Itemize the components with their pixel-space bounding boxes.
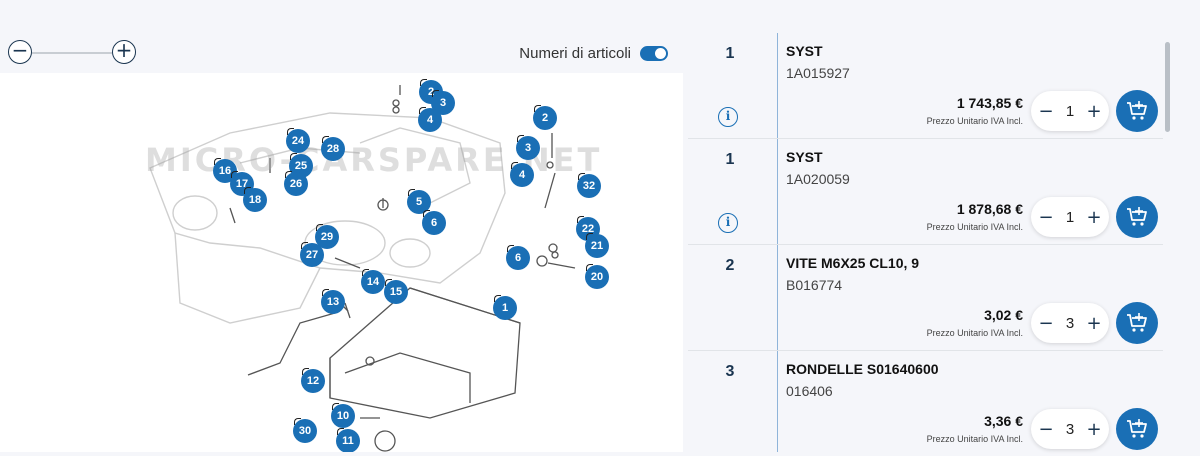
callout-28[interactable]: 28 [321,136,345,161]
list-item: 3 RONDELLE S01640600 016406 3,36 € Prezz… [688,351,1163,456]
quantity-stepper: − + [1031,197,1109,237]
part-numbers-toggle[interactable] [640,45,668,61]
add-to-cart-button[interactable] [1116,302,1158,344]
item-price: 1 743,85 € [956,95,1023,111]
quantity-input[interactable] [1057,419,1083,439]
add-to-cart-icon [1127,101,1147,120]
add-to-cart-button[interactable] [1116,196,1158,238]
callout-12[interactable]: 12 [301,368,325,393]
list-item: 1 i SYST 1A015927 1 743,85 € Prezzo Unit… [688,33,1163,139]
callout-26[interactable]: 26 [284,171,308,196]
item-price: 1 878,68 € [956,201,1023,217]
item-price: 3,02 € [984,307,1023,323]
item-ref-number: 2 [725,257,735,274]
plus-icon[interactable]: + [1086,206,1102,228]
item-code: 1A020059 [786,171,850,187]
callout-13[interactable]: 13 [321,289,345,314]
plus-icon[interactable]: + [1086,312,1102,334]
callout-18[interactable]: 18 [243,187,267,212]
callout-15[interactable]: 15 [384,279,408,304]
zoom-out-button[interactable]: − [8,40,32,64]
part-numbers-toggle-group: Numeri di articoli [519,43,668,63]
minus-icon[interactable]: − [1038,206,1054,228]
plus-icon[interactable]: + [1086,418,1102,440]
callout-24[interactable]: 24 [286,128,310,153]
zoom-slider[interactable] [32,52,112,54]
quantity-stepper: − + [1031,303,1109,343]
callout-20[interactable]: 20 [585,264,609,289]
item-ref-number: 1 [725,45,735,62]
item-name: SYST [786,43,823,59]
callout-1[interactable]: 1 [493,295,517,320]
diagram-drawing [149,85,576,452]
item-name: RONDELLE S01640600 [786,361,939,377]
item-code: B016774 [786,277,843,293]
callout-10[interactable]: 10 [331,403,355,428]
quantity-input[interactable] [1057,313,1083,333]
parts-list: 1 i SYST 1A015927 1 743,85 € Prezzo Unit… [688,33,1163,452]
quantity-stepper: − + [1031,91,1109,131]
callout-2b[interactable]: 2 [533,105,557,130]
item-name: VITE M6X25 CL10, 9 [786,255,920,271]
callout-3b[interactable]: 3 [516,135,540,160]
add-to-cart-icon [1127,419,1147,438]
quantity-input[interactable] [1057,207,1083,227]
add-to-cart-button[interactable] [1116,90,1158,132]
quantity-stepper: − + [1031,409,1109,449]
plus-icon[interactable]: + [1086,100,1102,122]
item-price-note: Prezzo Unitario IVA Incl. [926,116,1023,126]
callout-32[interactable]: 32 [577,173,601,198]
item-code: 1A015927 [786,65,850,81]
callout-11[interactable]: 11 [336,428,360,452]
exploded-parts-diagram[interactable]: MICRO-CARSPARE.NET 2 3 4 2 3 4 24 25 26 … [0,73,683,452]
zoom-control: − + [8,40,140,66]
add-to-cart-icon [1127,313,1147,332]
callout-4b[interactable]: 4 [510,162,534,187]
toggle-knob [655,47,666,59]
list-item: 2 VITE M6X25 CL10, 9 B016774 3,02 € Prez… [688,245,1163,351]
part-numbers-toggle-label: Numeri di articoli [519,44,631,62]
item-name: SYST [786,149,823,165]
minus-icon[interactable]: − [1038,100,1054,122]
callout-6[interactable]: 6 [422,210,446,235]
list-divider [777,33,778,452]
item-ref-number: 3 [725,363,735,380]
callout-30[interactable]: 30 [293,418,317,443]
list-item: 1 i SYST 1A020059 1 878,68 € Prezzo Unit… [688,139,1163,245]
info-icon[interactable]: i [718,213,738,233]
item-price-note: Prezzo Unitario IVA Incl. [926,434,1023,444]
item-ref-number: 1 [725,151,735,168]
callout-4[interactable]: 4 [418,107,442,132]
item-price-note: Prezzo Unitario IVA Incl. [926,222,1023,232]
item-code: 016406 [786,383,833,399]
minus-icon[interactable]: − [1038,418,1054,440]
callout-14[interactable]: 14 [361,269,385,294]
add-to-cart-button[interactable] [1116,408,1158,450]
minus-icon[interactable]: − [1038,312,1054,334]
add-to-cart-icon [1127,207,1147,226]
callout-6b[interactable]: 6 [506,245,530,270]
callout-21[interactable]: 21 [585,233,609,258]
quantity-input[interactable] [1057,101,1083,121]
item-price-note: Prezzo Unitario IVA Incl. [926,328,1023,338]
info-icon[interactable]: i [718,107,738,127]
zoom-in-button[interactable]: + [112,40,136,64]
list-scrollbar[interactable] [1165,42,1170,132]
callout-27[interactable]: 27 [300,242,324,267]
item-price: 3,36 € [984,413,1023,429]
